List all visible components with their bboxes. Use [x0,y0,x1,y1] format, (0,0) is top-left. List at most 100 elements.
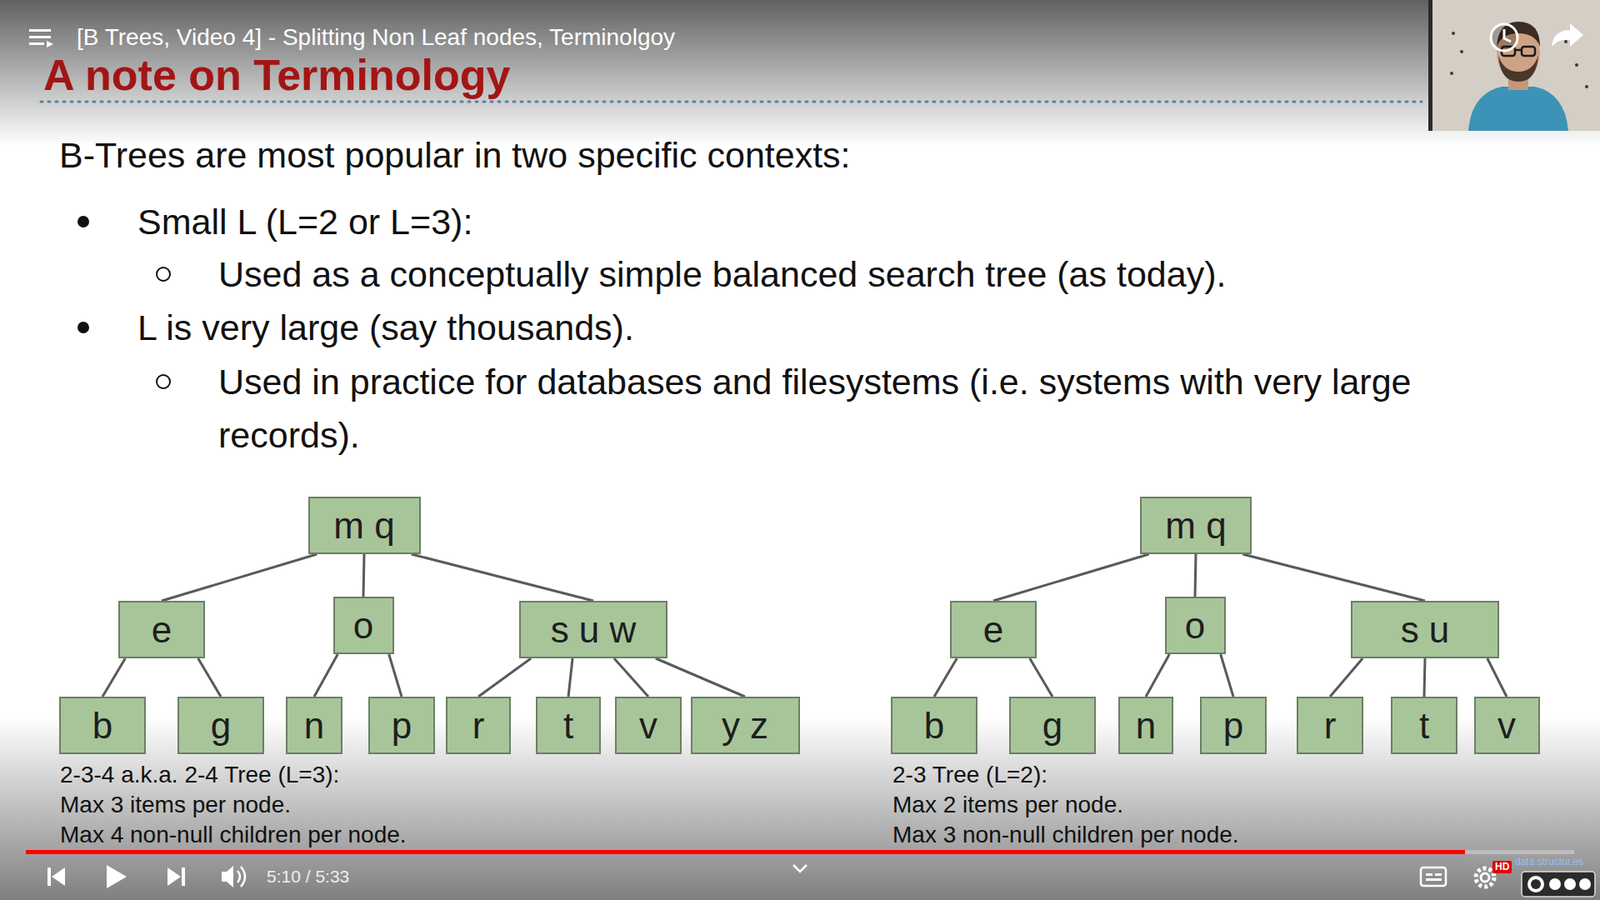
node-key: y z [721,707,769,745]
sub-bullet-text: Used in practice for databases and files… [218,355,1485,462]
bullet-dot [77,321,90,334]
node-key: e [983,611,1004,649]
tree-edge [314,654,338,697]
tree-edge [478,658,531,697]
video-title: [B Trees, Video 4] - Splitting Non Leaf … [76,23,675,52]
tree-caption: 2-3 Tree (L=2): [892,760,1048,790]
sub-bullet [156,267,170,281]
tree-node-box: s u w [519,600,668,659]
tree-node-box: v [1474,696,1540,755]
tree-node-box: o [1165,596,1226,655]
node-key: s u w [550,611,637,649]
tree-edge [1145,654,1170,697]
tree-edge [655,658,745,697]
tree-caption: Max 4 non-null children per node. [60,820,407,850]
tree-node-box: t [535,696,601,755]
tree-node-box: o [333,596,395,655]
node-key: t [1419,707,1430,745]
node-key: t [563,707,574,745]
node-key: p [1223,707,1244,745]
person-shirt [1468,86,1569,131]
tree-node-box: b [59,696,146,755]
tree-node-box: t [1390,696,1458,755]
person-beard [1498,55,1539,82]
tree-node-box: y z [690,696,800,755]
tree-node-box: n [285,696,343,755]
tree-node-box: p [368,696,435,755]
node-key: b [92,707,113,745]
tree-edge [1030,658,1053,697]
webcam-frame [1428,0,1433,131]
node-key: r [1324,707,1337,745]
node-key: s u [1400,611,1450,649]
body-text: B-Trees are most popular in two specific… [59,133,851,177]
node-key: v [639,707,658,745]
node-key: e [151,611,172,649]
tree-node-box: n [1118,696,1174,755]
node-key: g [210,707,231,745]
tree-edge [1195,554,1196,597]
tree-node-box: m q [308,496,421,555]
sub-bullet-text: Used as a conceptually simple balanced s… [218,252,1226,296]
tree-node-box: r [445,696,511,755]
bullet-text: Small L (L=2 or L=3): [137,200,473,244]
sub-bullet [156,375,170,389]
node-key: g [1042,707,1063,745]
tree-edge [161,554,317,601]
clock-icon [1490,24,1518,51]
tree-edge [198,658,221,697]
tree-node-box: e [950,600,1037,659]
tree-edge [993,554,1150,601]
dotted-rule [40,100,1422,104]
progress-rest [1465,850,1575,855]
tree-caption: Max 3 items per node. [60,790,291,820]
time-display: 5:10 / 5:33 [266,865,350,888]
node-key: o [353,607,374,645]
tree-edge [389,654,402,697]
tree-edge [614,658,649,697]
tree-node-box: b [890,696,978,755]
tree-node-box: g [1009,696,1096,755]
tree-edge [363,554,365,597]
progress-played [25,850,1465,855]
node-key: p [391,707,412,745]
node-key: b [924,707,945,745]
tree-edge [934,658,957,697]
tree-edge [1242,554,1425,601]
bullet-text: L is very large (say thousands). [137,305,635,350]
share-icon [1551,23,1584,47]
tree-node-box: p [1200,696,1267,755]
bullet-dot [77,215,90,228]
node-key: o [1185,607,1205,645]
webcam-thumbnail [1428,0,1600,131]
tree-node-box: e [118,600,205,659]
tree-edge [1424,658,1425,697]
hd-badge: HD [1492,860,1512,874]
tree-edge [102,658,125,697]
node-key: m q [1165,507,1226,545]
tree-node-box: m q [1140,496,1252,555]
tree-node-box: g [177,696,265,755]
tree-edge [1487,658,1507,697]
watermark: data structur.es [1515,855,1584,869]
tree-edge [411,554,594,601]
tree-caption: Max 2 items per node. [892,790,1124,820]
node-key: n [304,707,325,745]
node-key: r [472,707,485,745]
webcam-wall [1428,0,1600,131]
tree-edge [568,658,573,697]
node-key: n [1135,707,1156,745]
node-key: v [1497,707,1516,745]
player-controls [47,865,1495,889]
tree-caption: 2-3-4 a.k.a. 2-4 Tree (L=3): [60,760,340,790]
cc-badge [1521,871,1595,897]
tree-node-box: v [615,696,682,755]
tree-node-box: r [1296,696,1364,755]
tree-edge [1220,654,1234,697]
slide-title: A note on Terminology [43,50,510,100]
node-key: m q [333,507,395,545]
tree-caption: Max 3 non-null children per node. [892,820,1240,850]
tree-node-box: s u [1350,600,1500,659]
menu-icon [29,29,54,48]
